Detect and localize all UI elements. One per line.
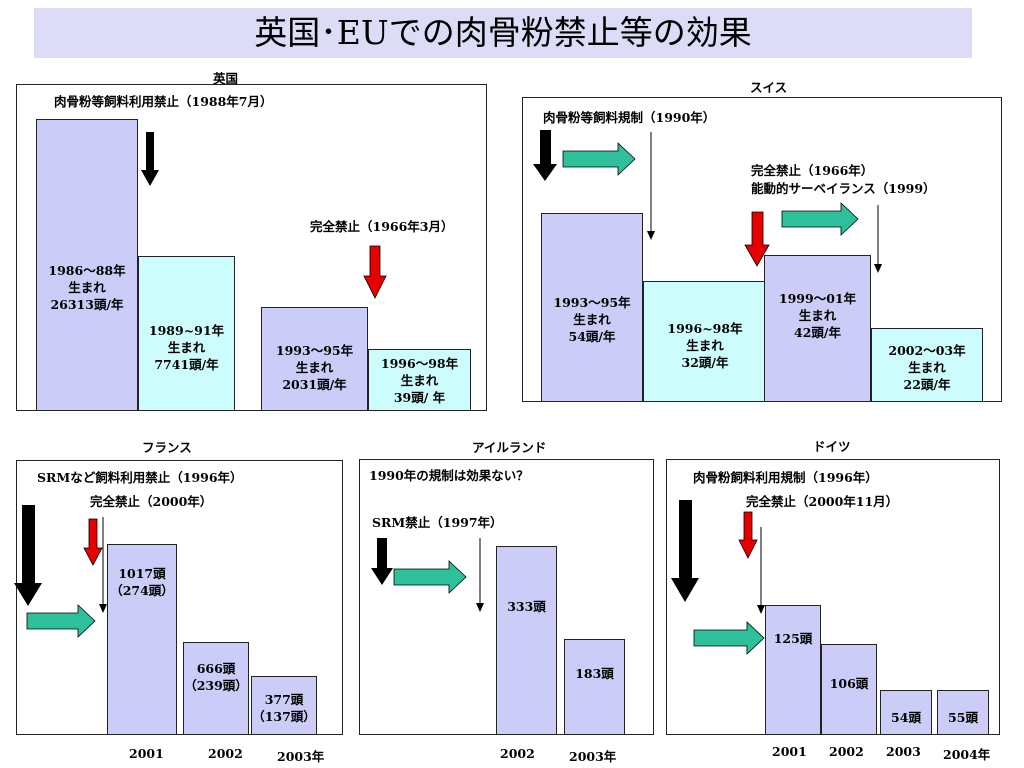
france-thin-down-arrow-icon	[99, 517, 107, 613]
germany-green-right-arrow-icon	[693, 621, 765, 655]
germany-bar-2001	[765, 605, 821, 735]
france-year-label-2: 2002	[208, 746, 243, 761]
france-note-full-ban: 完全禁止（2000年）	[90, 494, 213, 509]
switzerland-note-feed-regulation: 肉骨粉等飼料規制（1990年）	[543, 110, 716, 125]
france-bar-2002	[183, 642, 249, 735]
france-year-label-3: 2003年	[277, 749, 325, 764]
ireland-year-label-1: 2002	[500, 746, 535, 761]
germany-bar-2004	[937, 690, 989, 735]
germany-year-label-1: 2001	[772, 744, 807, 759]
france-bar-label-3: 377頭（137頭）	[252, 692, 316, 724]
germany-year-label-4: 2004年	[943, 747, 991, 762]
ireland-bar-2002	[496, 546, 557, 735]
panel-title-switzerland: スイス	[750, 80, 788, 95]
uk-red-down-arrow-icon	[363, 245, 387, 299]
germany-year-label-2: 2002	[829, 744, 864, 759]
ireland-thin-down-arrow-icon	[476, 538, 484, 612]
panel-title-ireland: アイルランド	[472, 440, 547, 455]
switzerland-note-full-ban: 完全禁止（1966年）	[751, 163, 874, 178]
switzerland-bar-1999-01	[764, 255, 871, 402]
panel-title-germany: ドイツ	[813, 439, 851, 454]
germany-note-feed-regulation: 肉骨粉飼料利用規制（1996年）	[693, 470, 878, 485]
title-banner: 英国･EUでの肉骨粉禁止等の効果	[34, 8, 972, 58]
ireland-black-down-arrow-icon	[371, 538, 393, 585]
switzerland-thin-down-arrow-icon-1	[647, 132, 655, 240]
germany-year-label-3: 2003	[886, 744, 921, 759]
ireland-green-right-arrow-icon	[393, 560, 467, 594]
germany-bar-label-4: 55頭	[948, 710, 978, 725]
germany-note-full-ban: 完全禁止（2000年11月）	[746, 494, 899, 509]
uk-bar-1993-95	[261, 307, 368, 411]
germany-bar-label-2: 106頭	[829, 676, 869, 691]
uk-note-feed-ban: 肉骨粉等飼料利用禁止（1988年7月）	[54, 94, 273, 109]
panel-title-france: フランス	[142, 440, 192, 455]
germany-bar-2002	[821, 644, 877, 735]
switzerland-bar-1996-98	[643, 281, 767, 402]
switzerland-thin-down-arrow-icon-2	[874, 205, 882, 273]
france-bar-label-1: 1017頭（274頭）	[110, 566, 174, 598]
ireland-bar-2003	[564, 639, 625, 735]
france-bar-label-2: 666頭（239頭）	[184, 661, 248, 693]
germany-red-down-arrow-icon	[738, 511, 758, 559]
ireland-note-question: 1990年の規制は効果ない？	[369, 468, 529, 483]
switzerland-bar-1993-95	[541, 213, 643, 402]
switzerland-black-down-arrow-icon	[533, 130, 557, 181]
uk-note-full-ban: 完全禁止（1966年3月）	[310, 219, 454, 234]
uk-bar-1989-91	[138, 256, 235, 411]
france-year-label-1: 2001	[129, 746, 164, 761]
switzerland-green-right-arrow-icon-1	[562, 142, 636, 176]
germany-black-down-arrow-icon	[671, 500, 699, 602]
switzerland-red-down-arrow-icon	[744, 211, 770, 267]
france-green-right-arrow-icon	[26, 604, 96, 638]
uk-bar-1986-88	[36, 119, 138, 411]
france-bar-2001	[107, 544, 177, 735]
france-black-down-arrow-icon	[14, 505, 42, 606]
switzerland-green-right-arrow-icon-2	[781, 202, 859, 236]
switzerland-bar-2002-03	[871, 328, 983, 402]
page-title: 英国･EUでの肉骨粉禁止等の効果	[254, 13, 752, 52]
uk-black-down-arrow-icon	[141, 132, 159, 186]
france-bar-2003	[251, 676, 317, 735]
ireland-note-srm-ban: SRM禁止（1997年）	[372, 515, 503, 530]
ireland-year-label-2: 2003年	[569, 749, 617, 764]
ireland-bar-label-2: 183頭	[575, 666, 614, 681]
france-red-down-arrow-icon	[83, 518, 103, 566]
panel-title-uk: 英国	[213, 71, 239, 86]
france-note-srm-ban: SRMなど飼料利用禁止（1996年）	[37, 470, 243, 485]
germany-bar-2003	[880, 690, 932, 735]
ireland-bar-label-1: 333頭	[507, 599, 546, 614]
switzerland-note-surveillance: 能動的サーベイランス（1999）	[751, 181, 936, 196]
germany-bar-label-3: 54頭	[891, 710, 921, 725]
germany-bar-label-1: 125頭	[773, 631, 813, 646]
uk-bar-1996-98	[368, 349, 471, 411]
germany-thin-down-arrow-icon	[757, 527, 765, 614]
